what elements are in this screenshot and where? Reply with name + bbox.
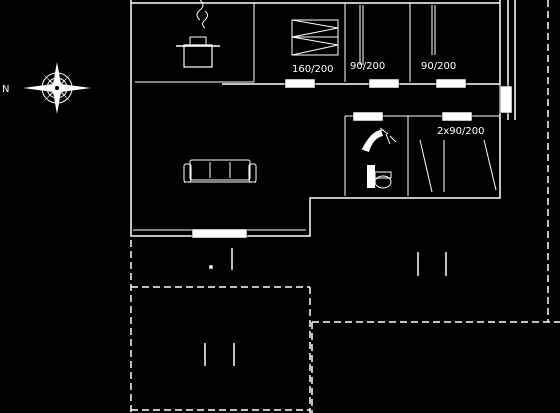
bed-size-label-3: 90/200 — [421, 61, 456, 72]
shower-icon — [361, 127, 397, 152]
sofa-icon — [183, 159, 257, 183]
cooking-pot-icon — [176, 0, 220, 68]
toilet-icon — [367, 165, 392, 189]
wardrobe — [291, 19, 339, 56]
compass-north-label: N — [2, 84, 9, 95]
column-marks — [204, 248, 447, 366]
bathroom-fixtures — [419, 139, 497, 193]
window-1 — [284, 78, 316, 89]
terrace-outlines — [130, 0, 560, 413]
window-5 — [352, 111, 384, 122]
compass-rose-icon — [23, 62, 91, 114]
bed-size-label-2: 90/200 — [350, 61, 385, 72]
window-4 — [499, 85, 513, 114]
bed-size-label-1: 160/200 — [292, 64, 334, 75]
window-3 — [435, 78, 467, 89]
windows — [191, 78, 513, 239]
bed-size-label-4: 2x90/200 — [437, 126, 484, 137]
window-6 — [441, 111, 473, 122]
window-7 — [191, 228, 248, 239]
window-2 — [368, 78, 400, 89]
